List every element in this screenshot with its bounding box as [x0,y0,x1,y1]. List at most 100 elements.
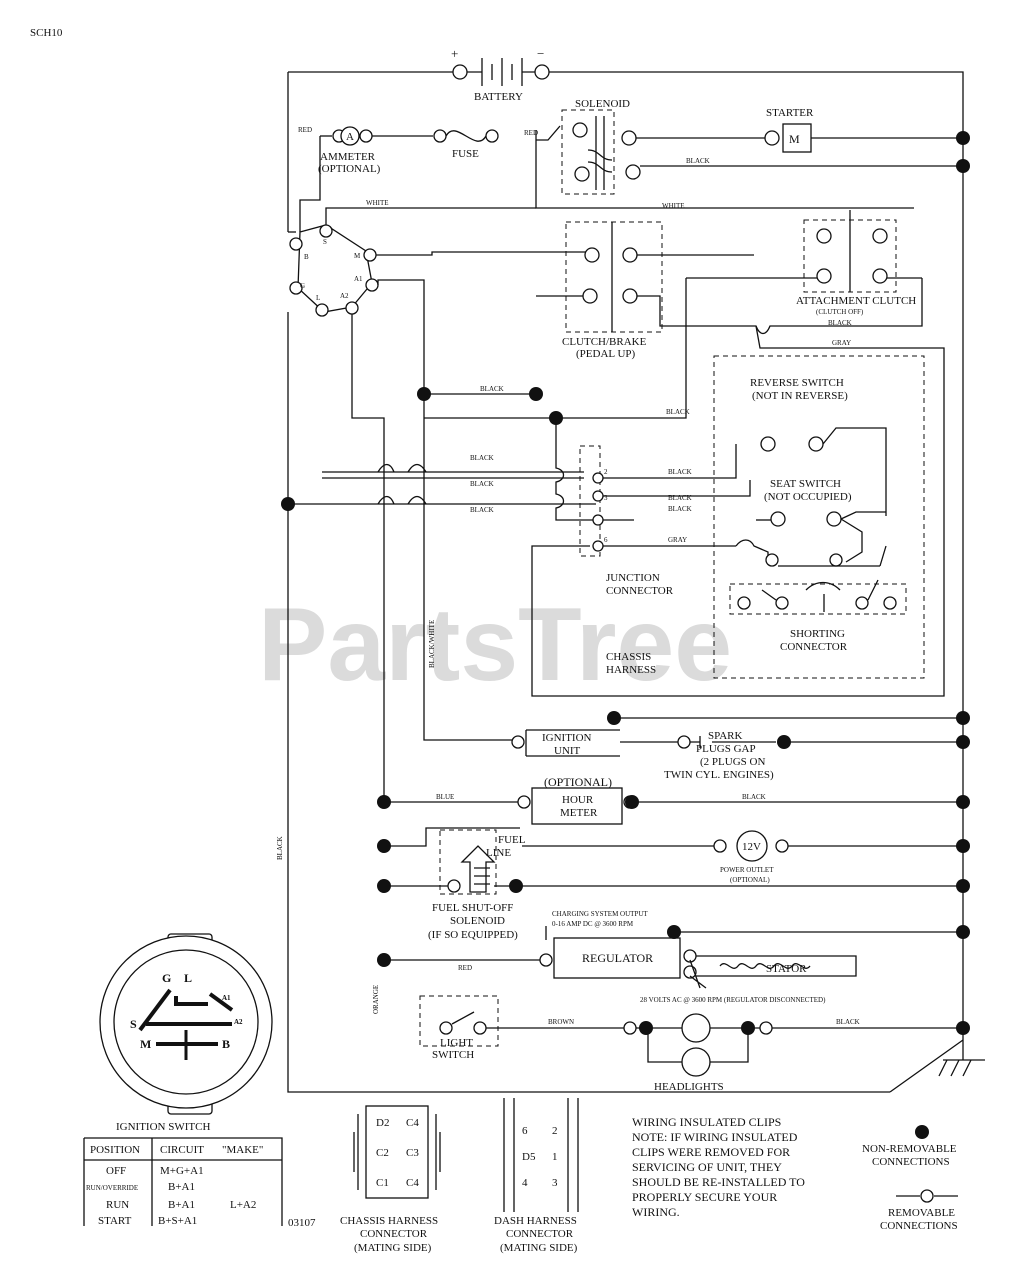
svg-text:L: L [184,971,192,985]
hour-meter: (OPTIONAL) BLUE HOUR METER BLACK [384,775,963,825]
svg-text:6: 6 [522,1125,528,1137]
svg-text:CONNECTOR: CONNECTOR [606,585,674,597]
svg-text:A: A [346,131,354,143]
starter: M STARTER [764,107,963,153]
chassis-harness-connector: D2 C4 C2 C3 C1 C4 CHASSIS HARNESS CONNEC… [340,1105,441,1254]
ignition-switch-symbol: G L A1 A2 S M B [99,933,273,1115]
svg-text:LINE: LINE [486,847,511,859]
ammeter: A AMMETER (OPTIONAL) [318,126,433,175]
svg-text:SWITCH: SWITCH [432,1049,474,1061]
svg-text:SERVICING OF UNIT, THEY: SERVICING OF UNIT, THEY [632,1160,782,1174]
watermark: PartsTree [258,587,732,703]
headlights: HEADLIGHTS [623,1013,773,1093]
svg-text:RED: RED [524,129,538,137]
ignition-switch-title: IGNITION SWITCH [116,1121,210,1133]
svg-text:BLACK: BLACK [668,468,692,476]
ignition-switch-table: POSITION CIRCUIT "MAKE" OFF M+G+A1 RUN/O… [83,1137,283,1227]
svg-text:POWER OUTLET: POWER OUTLET [720,866,774,874]
battery-label: BATTERY [474,91,523,103]
reverse-switch: REVERSE SWITCH (NOT IN REVERSE) [750,377,887,516]
svg-text:OFF: OFF [106,1165,126,1177]
svg-text:REVERSE SWITCH: REVERSE SWITCH [750,377,844,389]
svg-text:CIRCUIT: CIRCUIT [160,1144,204,1156]
svg-text:C2: C2 [376,1147,389,1159]
charging-system: CHARGING SYSTEM OUTPUT 0-16 AMP DC @ 360… [539,910,963,1004]
connection-dots [281,131,970,1035]
svg-text:RED: RED [458,964,472,972]
svg-text:C3: C3 [406,1147,419,1159]
svg-text:WHITE: WHITE [662,202,685,210]
svg-text:GRAY: GRAY [832,339,851,347]
svg-text:FUEL: FUEL [498,834,526,846]
svg-text:(OPTIONAL): (OPTIONAL) [544,775,612,789]
svg-text:BLACK: BLACK [828,319,852,327]
svg-text:RUN/OVERRIDE: RUN/OVERRIDE [86,1184,138,1192]
svg-text:G: G [300,282,305,290]
svg-text:CHASSIS HARNESS: CHASSIS HARNESS [340,1215,438,1227]
svg-text:(NOT OCCUPIED): (NOT OCCUPIED) [764,491,852,503]
svg-text:DASH HARNESS: DASH HARNESS [494,1215,577,1227]
svg-text:HOUR: HOUR [562,794,594,806]
svg-text:CLUTCH/BRAKE: CLUTCH/BRAKE [562,336,647,348]
svg-text:BLACK/WHITE: BLACK/WHITE [428,620,436,668]
light-switch: LIGHT SWITCH [419,995,499,1061]
svg-text:2: 2 [552,1125,558,1137]
svg-text:A2: A2 [340,292,349,300]
svg-text:METER: METER [560,807,598,819]
svg-text:REGULATOR: REGULATOR [582,951,653,965]
clutch-brake: CLUTCH/BRAKE (PEDAL UP) [562,221,663,360]
svg-text:CONNECTIONS: CONNECTIONS [880,1220,958,1232]
svg-text:CONNECTIONS: CONNECTIONS [872,1156,950,1168]
svg-text:BLACK: BLACK [470,480,494,488]
power-outlet: 12V POWER OUTLET (OPTIONAL) [713,830,789,884]
solenoid: SOLENOID [561,98,641,195]
svg-text:BLACK: BLACK [276,836,284,860]
svg-text:L+A2: L+A2 [230,1199,256,1211]
svg-text:WIRING.: WIRING. [632,1205,680,1219]
svg-text:S: S [130,1017,137,1031]
svg-text:3: 3 [604,494,608,502]
svg-text:JUNCTION: JUNCTION [606,572,660,584]
svg-text:BLACK: BLACK [742,793,766,801]
svg-text:BLACK: BLACK [686,157,710,165]
svg-text:ORANGE: ORANGE [372,985,380,1014]
svg-text:GRAY: GRAY [668,536,687,544]
svg-text:START: START [98,1215,132,1227]
svg-text:SHORTING: SHORTING [790,628,845,640]
junction-connector: 2 3 6 JUNCTION CONNECTOR [579,445,674,597]
svg-text:BLACK: BLACK [836,1018,860,1026]
svg-text:D2: D2 [376,1117,389,1129]
svg-text:(MATING SIDE): (MATING SIDE) [500,1242,578,1254]
svg-text:BLACK: BLACK [668,494,692,502]
battery: + − BATTERY [451,46,550,103]
svg-text:SPARK: SPARK [708,730,743,742]
svg-text:C1: C1 [376,1177,389,1189]
seat-switch: SEAT SWITCH (NOT OCCUPIED) [735,478,887,567]
svg-text:G: G [162,971,171,985]
svg-text:BLUE: BLUE [436,793,454,801]
svg-text:RUN: RUN [106,1199,129,1211]
svg-text:C4: C4 [406,1177,419,1189]
svg-text:SOLENOID: SOLENOID [575,98,630,110]
svg-text:M: M [789,132,800,146]
svg-text:SOLENOID: SOLENOID [450,915,505,927]
svg-text:BLACK: BLACK [668,505,692,513]
svg-text:(PEDAL UP): (PEDAL UP) [576,348,636,360]
svg-text:UNIT: UNIT [554,745,581,757]
svg-text:BLACK: BLACK [480,385,504,393]
svg-text:HARNESS: HARNESS [606,664,656,676]
svg-text:LIGHT: LIGHT [440,1037,473,1049]
svg-text:−: − [537,46,544,61]
drawing-number: 03107 [288,1217,316,1229]
svg-text:4: 4 [522,1177,528,1189]
schematic-code: SCH10 [30,27,63,39]
attachment-clutch: ATTACHMENT CLUTCH (CLUTCH OFF) [796,210,916,316]
svg-text:(OPTIONAL): (OPTIONAL) [318,163,381,175]
svg-text:B+A1: B+A1 [168,1199,195,1211]
svg-text:B+A1: B+A1 [168,1181,195,1193]
svg-text:HEADLIGHTS: HEADLIGHTS [654,1081,724,1093]
svg-text:CONNECTOR: CONNECTOR [506,1228,574,1240]
svg-text:BROWN: BROWN [548,1018,574,1026]
svg-text:B: B [304,253,309,261]
svg-text:CONNECTOR: CONNECTOR [780,641,848,653]
